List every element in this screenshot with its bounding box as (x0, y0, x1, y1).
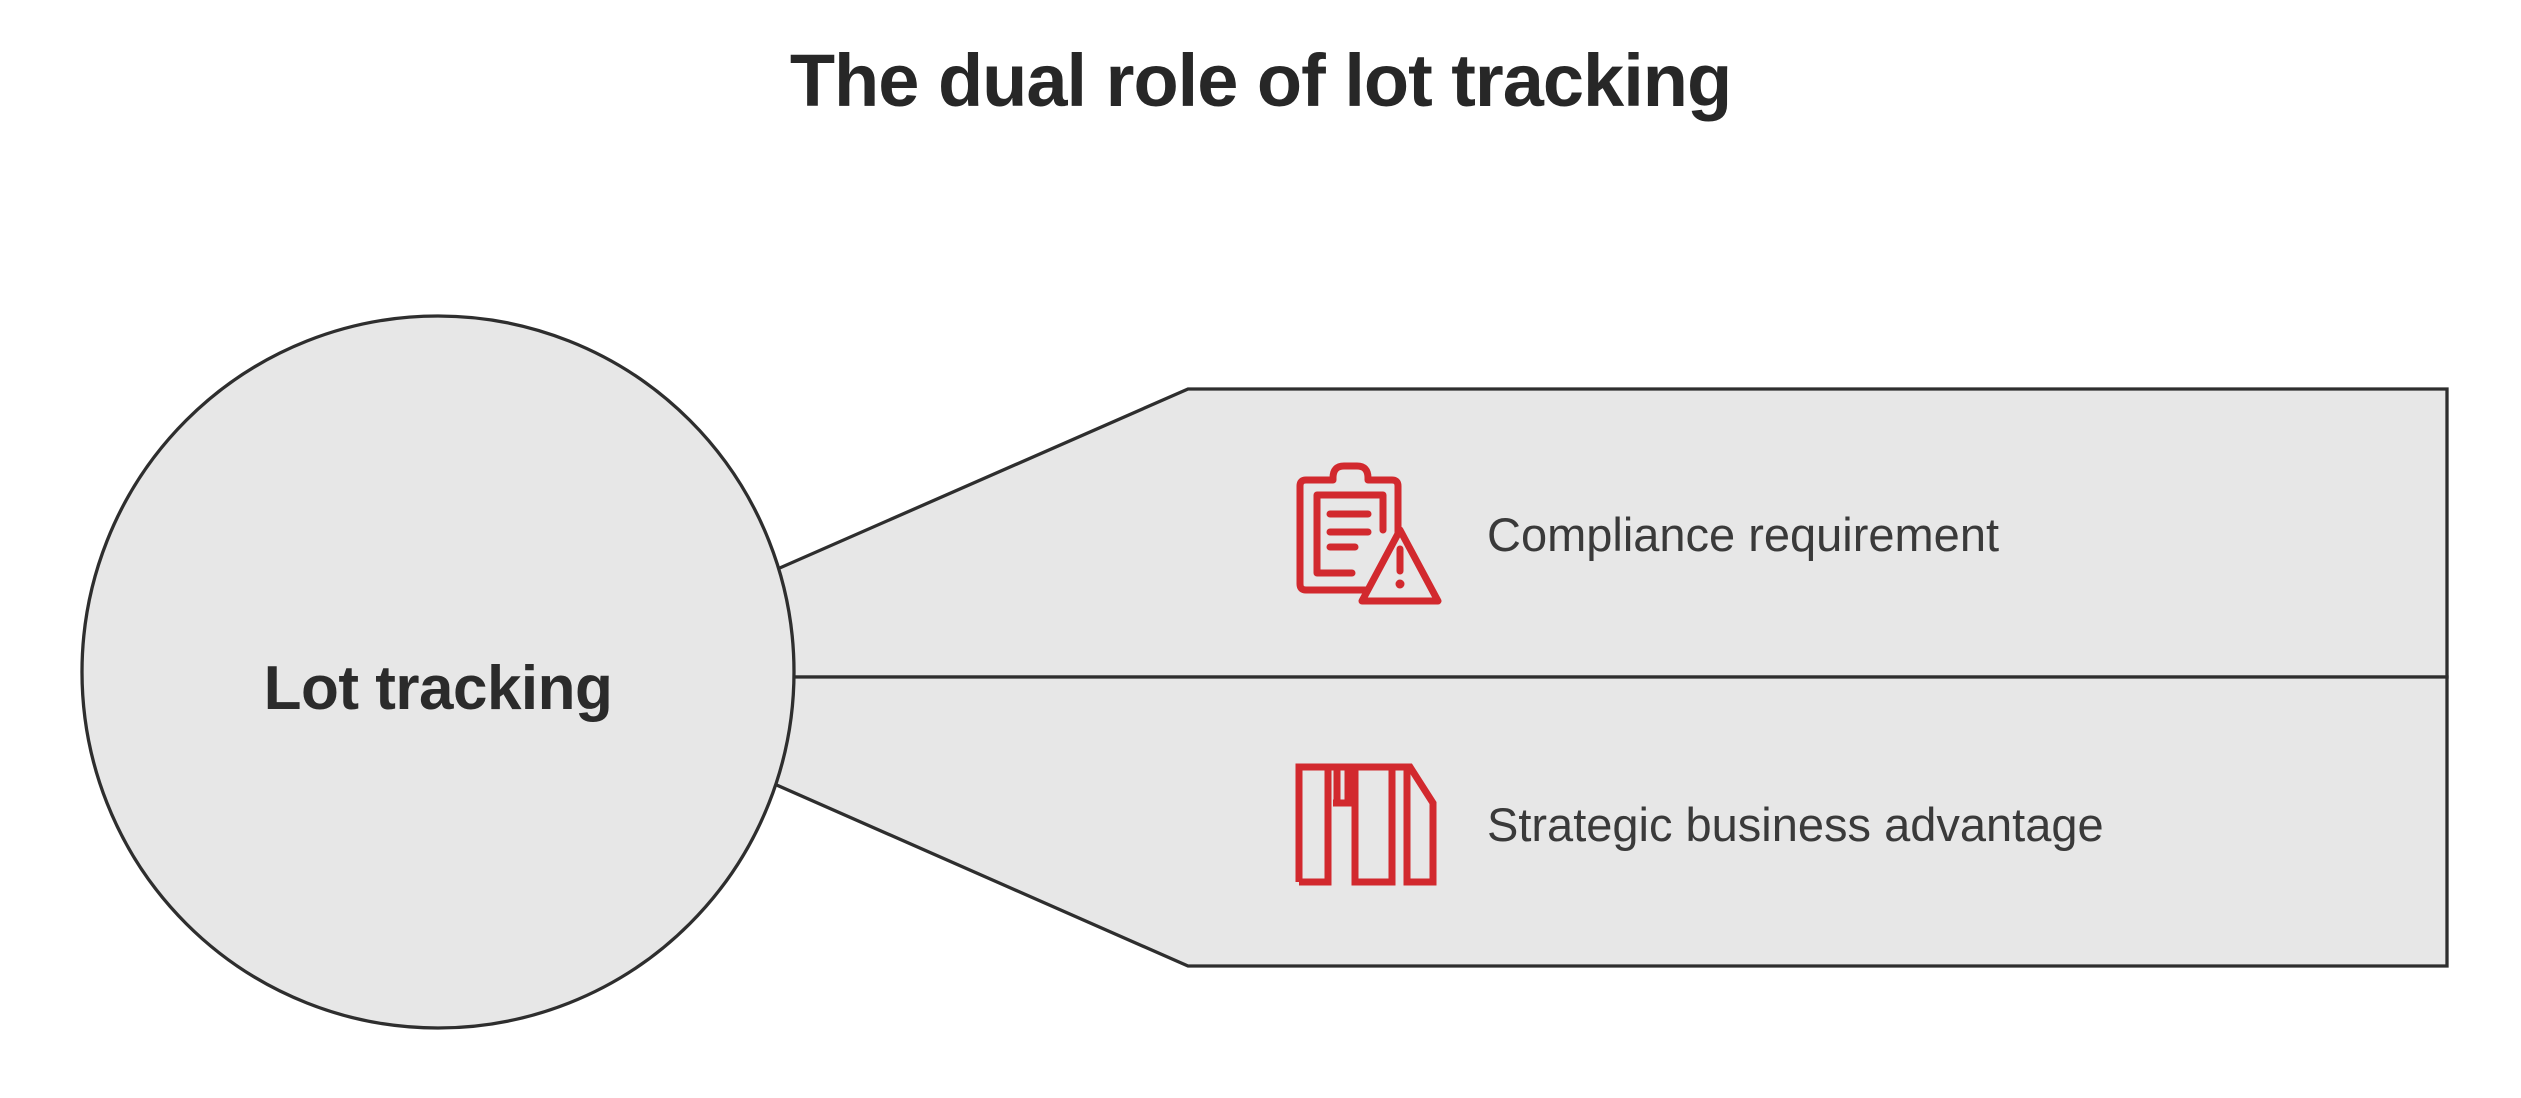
shelved-books-icon (1295, 763, 1437, 886)
clipboard-warning-icon (1296, 462, 1442, 605)
hub-label: Lot tracking (263, 653, 613, 723)
hub-circle (80, 314, 796, 1030)
branch-banner-bottom (530, 675, 2449, 968)
diagram-title: The dual role of lot tracking (789, 39, 1732, 122)
branch-label-strategic: Strategic business advantage (1487, 798, 2104, 851)
branch-label-compliance: Compliance requirement (1487, 508, 2000, 561)
